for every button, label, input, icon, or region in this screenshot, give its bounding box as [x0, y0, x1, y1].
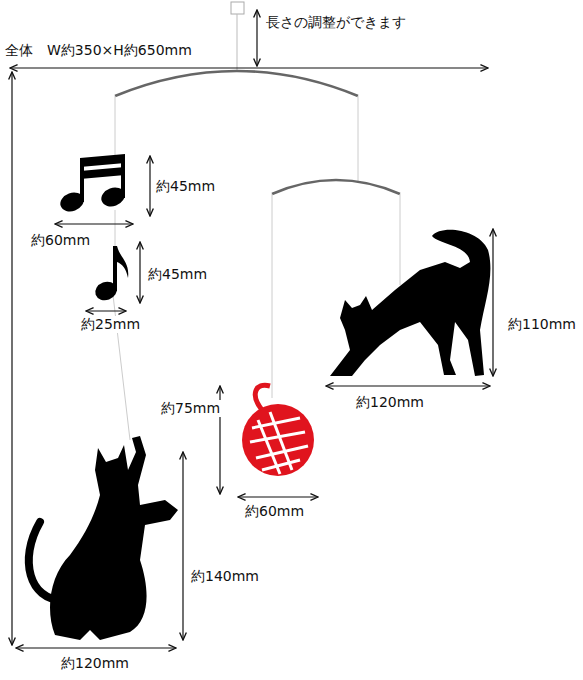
dimension: 約45mm	[147, 266, 208, 283]
dimension: 約75mm	[160, 400, 221, 417]
dimension: 約110mm	[507, 316, 577, 333]
adjust-note: 長さの調整ができます	[265, 14, 407, 31]
dimension: 約60mm	[244, 503, 305, 520]
dimension: 約60mm	[30, 232, 91, 249]
dimension: 約25mm	[80, 316, 141, 333]
dimension: 約120mm	[60, 655, 130, 672]
overall-size: 全体 W約350×H約650mm	[4, 42, 193, 59]
dimension: 約140mm	[190, 568, 260, 585]
dimension: 約45mm	[155, 178, 216, 195]
dimension: 約120mm	[355, 394, 425, 411]
